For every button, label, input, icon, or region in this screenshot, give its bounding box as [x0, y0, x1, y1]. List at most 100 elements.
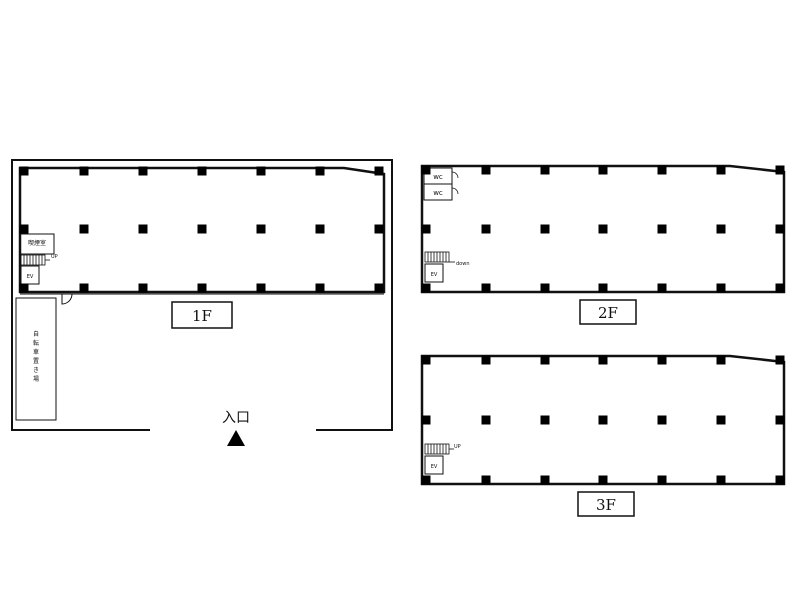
- wc-2: [423, 183, 453, 201]
- f3-column: [657, 355, 667, 365]
- f3-column: [421, 475, 431, 485]
- floor-label-1f: 1F: [192, 307, 212, 325]
- f1-column: [256, 283, 266, 293]
- elevator-2f: [424, 263, 444, 283]
- f3-column: [716, 355, 726, 365]
- f1-column: [79, 166, 89, 176]
- f3-column: [598, 355, 608, 365]
- f2-column: [716, 165, 726, 175]
- columns-3f: [421, 355, 785, 485]
- f2-column: [657, 283, 667, 293]
- label-box-1f: [171, 301, 233, 329]
- f1-column: [197, 166, 207, 176]
- f1-column: [374, 283, 384, 293]
- entrance-triangle-icon: [227, 430, 245, 446]
- f2-column: [481, 283, 491, 293]
- f2-column: [540, 224, 550, 234]
- entrance-label: 入口: [222, 410, 250, 426]
- f2-column: [481, 165, 491, 175]
- f3-column: [657, 415, 667, 425]
- f2-column: [540, 283, 550, 293]
- floor-1f: [11, 159, 393, 431]
- f2-column: [775, 283, 785, 293]
- stair-label-2f: down: [456, 261, 470, 267]
- f3-column: [716, 475, 726, 485]
- f1-column: [138, 166, 148, 176]
- elevator-1f: [20, 265, 40, 285]
- f2-column: [598, 224, 608, 234]
- f3-column: [598, 475, 608, 485]
- floor-1f-labels: 1F 入口 自転車置き場 喫煙室 UP EV: [27, 239, 250, 446]
- f1-column: [138, 283, 148, 293]
- floor-2f-labels: wc wc down EV 2F: [431, 173, 637, 325]
- f3-column: [540, 415, 550, 425]
- site-boundary: [11, 159, 393, 431]
- f1-column: [315, 224, 325, 234]
- smoking-room: [19, 233, 55, 255]
- f2-column: [598, 283, 608, 293]
- ev-label-1f: EV: [27, 274, 34, 280]
- label-box-3f: [577, 491, 635, 517]
- f1-column: [374, 224, 384, 234]
- f2-column: [481, 224, 491, 234]
- stair-2f: [424, 251, 455, 263]
- elevator-3f: [424, 455, 444, 475]
- f3-column: [481, 355, 491, 365]
- f2-column: [421, 224, 431, 234]
- f1-column: [19, 166, 29, 176]
- f2-column: [598, 165, 608, 175]
- f2-column: [716, 283, 726, 293]
- f1-column: [256, 224, 266, 234]
- columns-2f: [421, 165, 785, 293]
- wc-label-2: wc: [433, 189, 443, 197]
- f3-column: [598, 415, 608, 425]
- f1-column: [79, 283, 89, 293]
- f3-column: [716, 415, 726, 425]
- f3-column: [657, 475, 667, 485]
- f2-column: [775, 165, 785, 175]
- smoking-room-label: 喫煙室: [28, 239, 46, 247]
- f3-column: [775, 415, 785, 425]
- f3-column: [540, 355, 550, 365]
- stair-label-1f: UP: [51, 254, 58, 260]
- f1-column: [197, 283, 207, 293]
- f3-column: [481, 475, 491, 485]
- building-outline-1f: [18, 166, 386, 294]
- f3-column: [421, 415, 431, 425]
- f1-column: [138, 224, 148, 234]
- f1-column: [315, 166, 325, 176]
- f1-column: [19, 283, 29, 293]
- f1-column: [19, 224, 29, 234]
- f3-column: [775, 355, 785, 365]
- f3-column: [421, 355, 431, 365]
- f2-column: [657, 224, 667, 234]
- stair-3f: [424, 443, 454, 455]
- ev-label-3f: EV: [431, 464, 438, 470]
- f3-column: [481, 415, 491, 425]
- columns-1f: [19, 166, 384, 293]
- f2-column: [421, 283, 431, 293]
- wc-label-1: wc: [433, 173, 443, 181]
- f1-column: [256, 166, 266, 176]
- f2-column: [421, 165, 431, 175]
- f1-column: [374, 166, 384, 176]
- f1-column: [315, 283, 325, 293]
- bicycle-parking-label: 自転車置き場: [33, 330, 39, 383]
- f3-column: [540, 475, 550, 485]
- bicycle-parking: [15, 297, 57, 421]
- floor-label-2f: 2F: [598, 304, 618, 322]
- stair-1f: [20, 254, 50, 266]
- label-box-2f: [579, 299, 637, 325]
- floor-label-3f: 3F: [596, 496, 616, 514]
- stair-label-3f: UP: [454, 444, 461, 450]
- f2-column: [540, 165, 550, 175]
- floor-3f-labels: UP EV 3F: [431, 444, 635, 517]
- door-swing: [61, 293, 73, 305]
- f1-column: [79, 224, 89, 234]
- f3-column: [775, 475, 785, 485]
- ev-label-2f: EV: [431, 272, 438, 278]
- f2-column: [775, 224, 785, 234]
- f2-column: [657, 165, 667, 175]
- f1-column: [197, 224, 207, 234]
